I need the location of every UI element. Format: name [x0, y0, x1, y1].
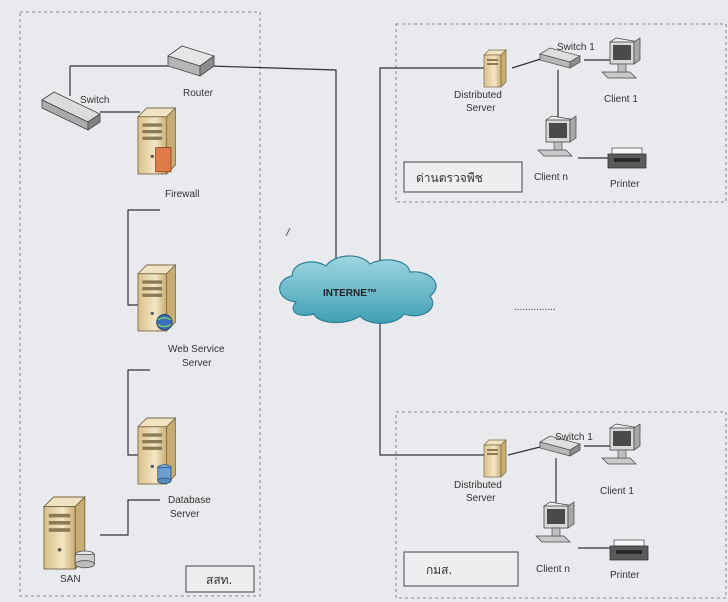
- web-server-label-1: Web Service: [168, 344, 225, 355]
- bottom-site-label-text: กมส.: [426, 563, 452, 577]
- bottom-printer-label: Printer: [610, 570, 640, 581]
- top-site-label-text: ด่านตรวจพืช: [416, 171, 483, 185]
- web-service-server: [138, 265, 175, 331]
- bottom-site-label-box: [404, 552, 518, 586]
- main-switch-label: Switch: [80, 95, 109, 106]
- top-printer-label: Printer: [610, 179, 640, 190]
- top-client-1-label: Client 1: [604, 94, 638, 105]
- bottom-server-label-1: Distributed: [454, 480, 502, 491]
- top-distributed-server: [484, 50, 506, 87]
- internet-label: INTERNE™: [323, 288, 377, 299]
- top-switch-label: Switch 1: [557, 42, 595, 53]
- top-server-label-1: Distributed: [454, 90, 502, 101]
- hq-label-text: สสท.: [206, 573, 232, 587]
- more-sites-ellipsis: ...............: [514, 302, 556, 313]
- firewall-label: Firewall: [165, 189, 199, 200]
- db-server-label-1: Database: [168, 495, 211, 506]
- db-server-label-2: Server: [170, 509, 200, 520]
- database-server: [138, 418, 175, 484]
- san-label: SAN: [60, 574, 81, 585]
- bottom-client-n-label: Client n: [536, 564, 570, 575]
- top-printer: [608, 148, 646, 168]
- bottom-printer: [610, 540, 648, 560]
- bottom-switch-label: Switch 1: [555, 432, 593, 443]
- firewall-server: [138, 108, 175, 174]
- bottom-server-label-2: Server: [466, 493, 496, 504]
- bottom-distributed-server: [484, 440, 506, 477]
- web-server-label-2: Server: [182, 358, 212, 369]
- bottom-client-1-label: Client 1: [600, 486, 634, 497]
- top-server-label-2: Server: [466, 103, 496, 114]
- top-client-n-label: Client n: [534, 172, 568, 183]
- router-label: Router: [183, 88, 214, 99]
